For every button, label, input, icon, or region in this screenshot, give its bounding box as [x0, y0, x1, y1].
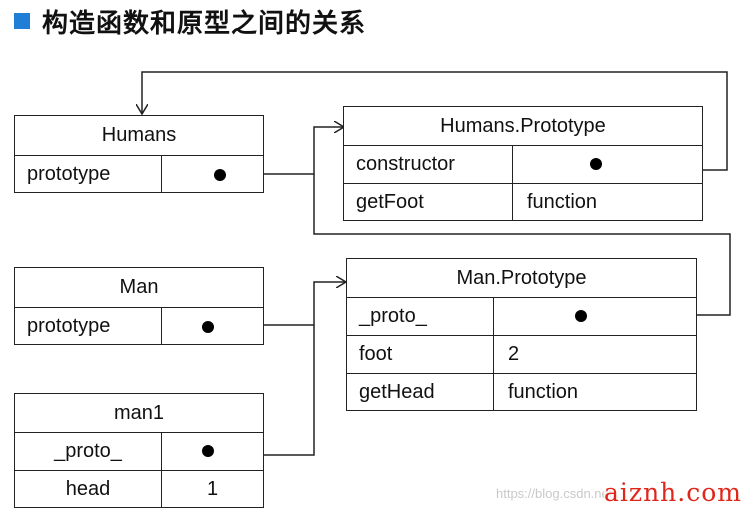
pointer-dot-icon — [202, 445, 214, 457]
pointer-dot-icon — [590, 158, 602, 170]
humans-prototype-getfoot-value: function — [527, 190, 598, 213]
man1-head-value: 1 — [206, 477, 219, 500]
man-title: Man — [119, 276, 159, 298]
humans-prototype-constructor-label: constructor — [344, 146, 513, 183]
man-prototype-gethead-label: getHead — [347, 374, 494, 410]
man1-head-label: head — [15, 471, 162, 507]
pointer-dot-icon — [575, 310, 587, 322]
pointer-dot-icon — [214, 169, 226, 181]
bullet-square-icon — [14, 13, 30, 29]
man-prototype-box: Man.Prototype _proto_ foot 2 getHead fun… — [346, 258, 697, 411]
man1-proto-label: _proto_ — [15, 433, 162, 470]
humans-prototype-getfoot-label: getFoot — [344, 184, 513, 220]
humans-box: Humans prototype — [14, 115, 264, 193]
man-prototype-gethead-value: function — [508, 380, 579, 403]
watermark-brand: aiznh.com — [604, 478, 742, 507]
man-prototype-proto-pointer — [494, 298, 696, 335]
page-title: 构造函数和原型之间的关系 — [42, 8, 367, 39]
man-prototype-foot-label: foot — [347, 336, 494, 373]
man-prototype-title: Man.Prototype — [456, 266, 587, 289]
man-prototype-label: prototype — [15, 308, 162, 345]
humans-prototype-pointer — [162, 156, 263, 193]
humans-prototype-label: prototype — [15, 156, 162, 193]
man-prototype-foot-value: 2 — [508, 343, 520, 365]
man-box: Man prototype — [14, 267, 264, 345]
man-prototype-proto-label: _proto_ — [347, 298, 494, 335]
watermark-url: https://blog.csdn.net/... — [496, 486, 627, 501]
man-prototype-pointer — [162, 308, 263, 345]
humans-prototype-box: Humans.Prototype constructor getFoot fun… — [343, 106, 703, 221]
humans-prototype-constructor-pointer — [513, 146, 702, 183]
man1-title: man1 — [113, 401, 165, 424]
man1-box: man1 _proto_ head 1 — [14, 393, 264, 508]
humans-title: Humans — [101, 124, 177, 146]
arrow-humans-prototype — [220, 127, 344, 175]
pointer-dot-icon — [202, 321, 214, 333]
man1-proto-pointer — [162, 433, 263, 470]
slide-heading: 构造函数和原型之间的关系 — [14, 4, 367, 39]
humans-prototype-title: Humans.Prototype — [440, 114, 606, 137]
